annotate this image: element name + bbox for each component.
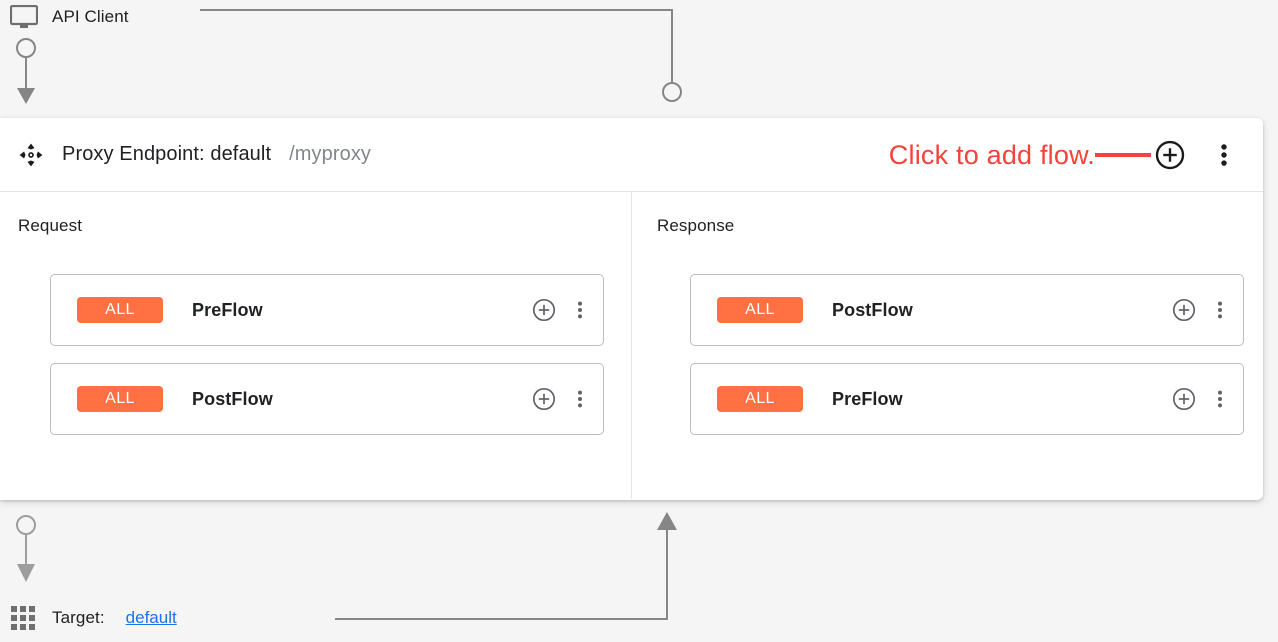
request-flow-list: ALL PreFlow [50, 274, 604, 452]
header-actions: Click to add flow. [889, 118, 1263, 192]
request-column: Request ALL PreFlow [0, 192, 631, 499]
add-policy-button[interactable] [532, 298, 556, 322]
flow-more-menu-button[interactable] [1211, 387, 1229, 411]
target-endpoint-node[interactable]: Target: default [10, 605, 177, 631]
grid-icon [11, 606, 35, 630]
flow-card-actions [1172, 298, 1229, 322]
response-column-title: Response [657, 216, 735, 235]
flow-card[interactable]: ALL PostFlow [690, 274, 1244, 346]
flow-name: PostFlow [192, 388, 273, 409]
flow-more-menu-button[interactable] [1211, 298, 1229, 322]
flow-columns: Request ALL PreFlow [0, 192, 1263, 499]
api-client-node[interactable]: API Client [0, 0, 129, 34]
response-column: Response ALL PostFlow [631, 192, 1263, 499]
flow-card[interactable]: ALL PreFlow [50, 274, 604, 346]
request-column-title: Request [18, 216, 83, 235]
add-policy-button[interactable] [1172, 298, 1196, 322]
flow-condition-badge: ALL [717, 386, 803, 412]
flow-card[interactable]: ALL PostFlow [50, 363, 604, 435]
flow-more-menu-button[interactable] [571, 298, 589, 322]
target-label: Target: [52, 608, 105, 627]
flow-more-menu-button[interactable] [571, 387, 589, 411]
flow-condition-badge: ALL [717, 297, 803, 323]
flow-card-actions [532, 298, 589, 322]
add-policy-button[interactable] [532, 387, 556, 411]
proxy-endpoint-header: Proxy Endpoint: default /myproxy Click t… [0, 118, 1263, 192]
proxy-endpoint-panel: Proxy Endpoint: default /myproxy Click t… [0, 118, 1263, 500]
flow-name: PreFlow [832, 388, 903, 409]
flow-card[interactable]: ALL PreFlow [690, 363, 1244, 435]
endpoint-title: Proxy Endpoint: default [62, 143, 272, 165]
flow-condition-badge: ALL [77, 297, 163, 323]
flow-card-actions [1172, 387, 1229, 411]
target-default-link[interactable]: default [125, 608, 177, 627]
move-handle-icon[interactable] [18, 142, 44, 168]
flow-name: PreFlow [192, 299, 263, 320]
flow-condition-badge: ALL [77, 386, 163, 412]
monitor-icon [10, 5, 38, 28]
endpoint-basepath: /myproxy [289, 143, 372, 165]
api-client-label: API Client [52, 7, 129, 26]
endpoint-more-menu-button[interactable] [1213, 140, 1235, 170]
add-flow-annotation: Click to add flow. [888, 139, 1095, 170]
annotation-pointer-line [1095, 153, 1151, 157]
flow-name: PostFlow [832, 299, 913, 320]
add-policy-button[interactable] [1172, 387, 1196, 411]
response-flow-list: ALL PostFlow [690, 274, 1244, 452]
flow-card-actions [532, 387, 589, 411]
add-flow-button[interactable] [1155, 140, 1185, 170]
